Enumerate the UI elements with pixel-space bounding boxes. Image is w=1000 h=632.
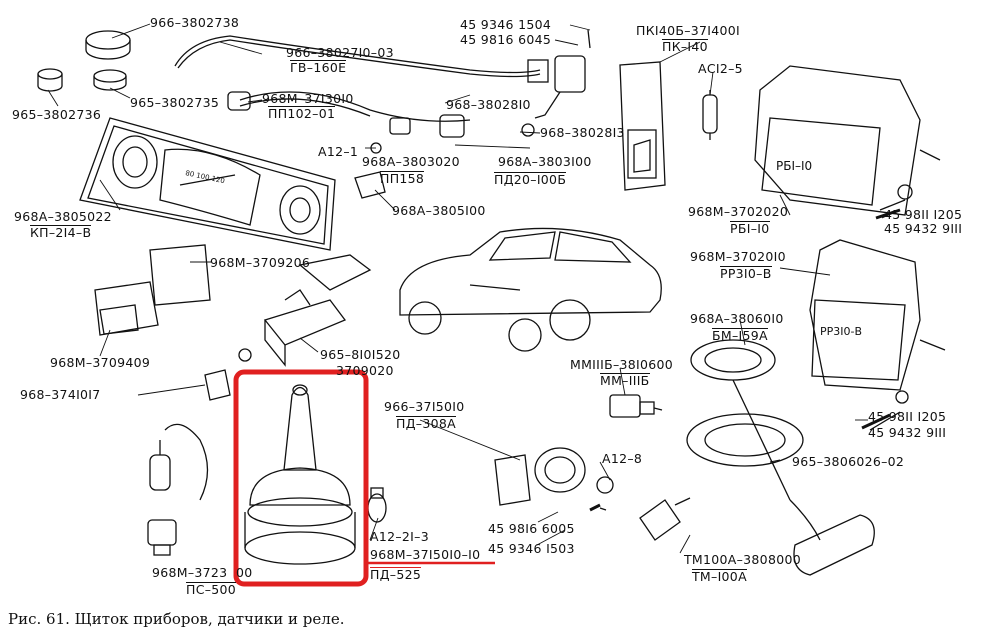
label-mm-111b: ММ–IIIБ (600, 373, 650, 388)
label-968-3802810: 968–38028I0 (446, 97, 531, 112)
car-illustration (399, 227, 662, 352)
label-pp102-01: ПП102–01 (268, 106, 336, 121)
label-968a-3803020: 968А–3803020 (362, 154, 460, 169)
relay-rr (809, 239, 946, 431)
label-a12-21-3: А12–2I–3 (370, 529, 429, 544)
fuse-bulb (702, 90, 718, 140)
label-gv-160e: ГВ–160Е (290, 60, 347, 75)
label-3709020: 3709020 (336, 363, 394, 378)
wire-sensor (149, 423, 209, 501)
figure-caption: Рис. 61. Щиток приборов, датчики и реле. (8, 610, 345, 628)
label-pd-525: ПД–525 (370, 567, 422, 582)
instrument-cluster (79, 117, 336, 251)
temp-sensor-tm100 (639, 497, 691, 541)
oil-sender-ps500 (147, 519, 177, 556)
label-966-3802710-03: 966–38027I0–03 (286, 45, 394, 60)
label-pp158: ПП158 (380, 171, 425, 186)
speedo-cable (174, 29, 591, 137)
label-968m-3702010: 968М–37020I0 (690, 249, 786, 264)
label-45-9432-9111-bottom: 45 9432 9III (868, 425, 947, 440)
label-968a-3805022: 968А–3805022 (14, 209, 112, 224)
highlight-frame (233, 369, 369, 587)
label-45-9811-1205-bottom: 45 98II I205 (868, 409, 947, 424)
label-965-3802735: 965–3802735 (130, 95, 220, 110)
temp-sender-pd525 (244, 384, 356, 565)
relay-rb-text: РБI–I0 (776, 159, 812, 173)
label-965-3806026-02: 965–3806026–02 (792, 454, 905, 469)
relay-rr-text: РР3I0-В (820, 325, 862, 338)
label-968a-3806010: 968А–38060I0 (690, 311, 784, 326)
label-45-9811-1205-top: 45 98II I205 (884, 207, 963, 222)
bulb-a12-21 (367, 487, 387, 523)
label-968m-3702020: 968М–3702020 (688, 204, 789, 219)
label-a12-1: А12–1 (318, 144, 359, 159)
oil-sender (609, 394, 663, 418)
label-ps-500: ПС–500 (186, 582, 237, 597)
label-968a-3805100: 968А–3805I00 (392, 203, 486, 218)
label-968m-3709409: 968М–3709409 (50, 355, 151, 370)
label-rb1-10: РБI–I0 (730, 221, 770, 236)
label-45-9346-1503: 45 9346 I503 (488, 541, 575, 556)
lamp-pd308 (494, 447, 614, 511)
rubber-caps (37, 30, 131, 92)
label-966-3802738: 966–3802738 (150, 15, 240, 30)
label-45-9432-9111-top: 45 9432 9III (884, 221, 963, 236)
label-pk-140: ПК–I40 (662, 39, 708, 54)
label-pd-308a: ПД–308А (396, 416, 456, 431)
label-968m-3723: 968М–3723 (152, 565, 228, 580)
label-968m-3713010: 968М–37I30I0 (262, 91, 354, 106)
label-tm100a-3808000: ТМ100А–3808000 (684, 552, 801, 567)
label-968-3741017: 968–374I0I7 (20, 387, 101, 402)
label-a12-8: А12–8 (602, 451, 643, 466)
warning-block (94, 244, 211, 336)
heater-switch (238, 254, 372, 367)
fuel-sender (686, 339, 875, 576)
label-968a-3803100: 968А–3803I00 (498, 154, 592, 169)
label-968m-3715010-10: 968М–37I50I0–I0 (370, 547, 481, 562)
label-mm111b-3810600: ММIIIБ–38I0600 (570, 357, 674, 372)
lamp-sockets (227, 91, 471, 154)
sensor-3741017 (204, 369, 231, 401)
label-pd20-100b: ПД20–I00Б (494, 172, 567, 187)
leader-lines (47, 23, 901, 554)
label-45-9816-6005: 45 98I6 6005 (488, 521, 575, 536)
label-968m-3709206: 968М–3709206 (210, 255, 311, 270)
label-pk140b-3714001: ПКI40Б–37I400I (636, 23, 741, 38)
label-968-3802813: 968–38028I3 (540, 125, 625, 140)
label-966-3715010: 966–37I50I0 (384, 399, 465, 414)
label-45-9816-6045: 45 9816 6045 (460, 32, 552, 47)
hazard-switch (619, 61, 666, 191)
label-ac12-5: АСI2–5 (698, 61, 743, 76)
label-tm-100a: ТМ–I00А (692, 569, 747, 584)
label-965-8101520: 965–8I0I520 (320, 347, 401, 362)
label-part-00: 00 (236, 565, 253, 580)
label-bm-159a: БМ–I59А (712, 328, 768, 343)
label-965-3802736: 965–3802736 (12, 107, 102, 122)
label-rr310-v: РР3I0–В (720, 266, 772, 281)
label-kp-214-v: КП–2I4–В (30, 225, 92, 240)
bracket (354, 171, 386, 199)
relay-rb (754, 65, 941, 216)
label-45-9346-1504: 45 9346 1504 (460, 17, 552, 32)
